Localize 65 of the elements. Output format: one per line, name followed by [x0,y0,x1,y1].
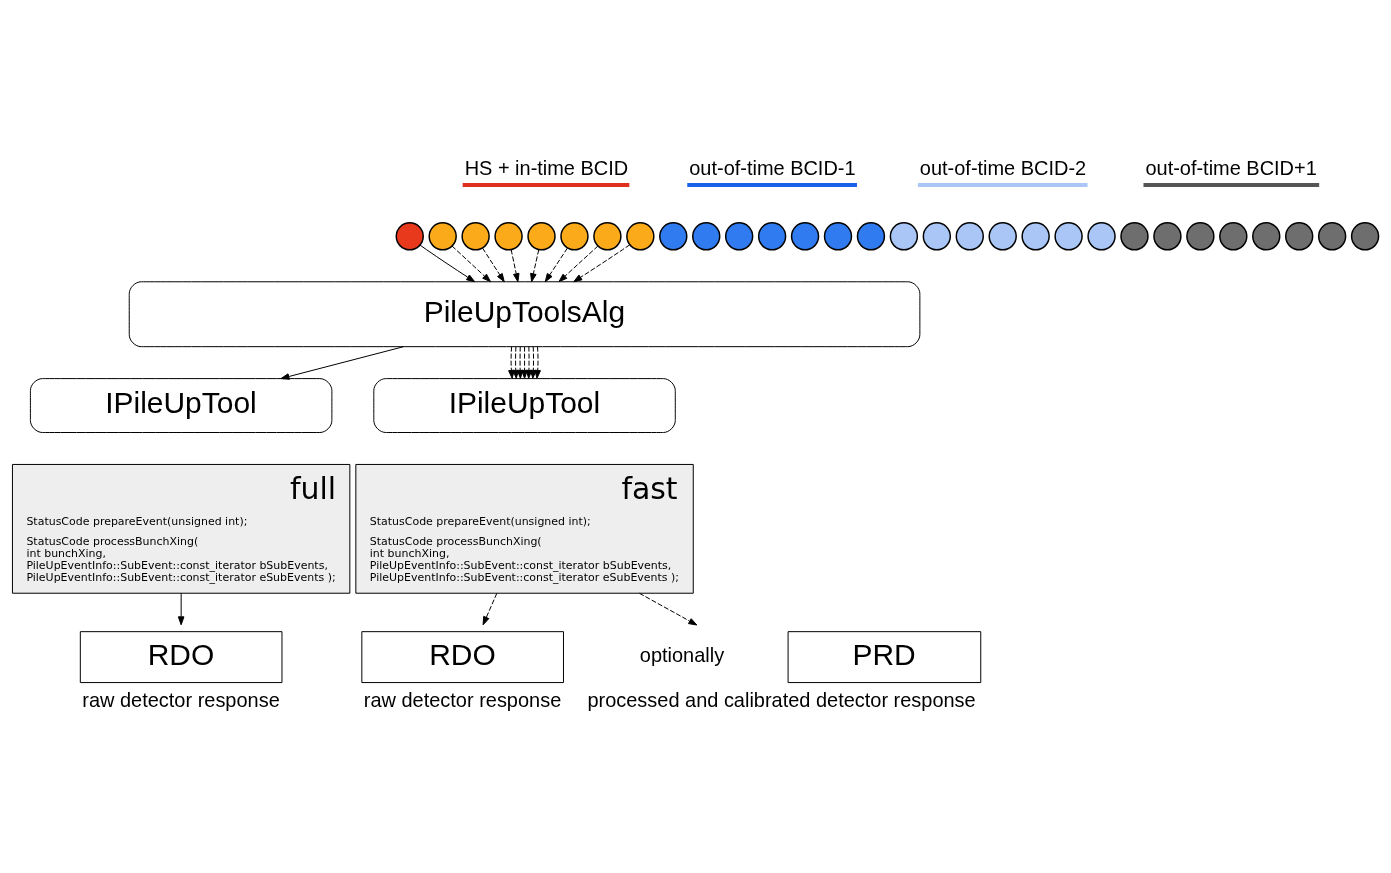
node-circle [922,222,952,251]
node-circle [494,222,523,251]
node-circle [1284,222,1314,251]
arrow [530,249,540,283]
arrow [451,245,491,283]
arrow [521,346,528,379]
node-label: raw detector response [363,688,562,711]
node-circle [757,222,787,251]
node-circle [1153,222,1182,251]
arrow [530,346,537,379]
node-circle [856,222,886,251]
node-circle [1186,222,1215,251]
node-circle [955,222,984,251]
arrow [512,346,520,379]
arrow [638,592,698,626]
node-circle [823,222,853,251]
label: out-of-time BCID-1 [689,156,856,179]
arrow [482,247,505,283]
arrow [573,244,631,283]
node-box: fast StatusCode prepareEvent(unsigned int); StatusCode processBunchXing( int bunchXing, PileUpEventInfo::SubEvent::const_iterator bSubEvents, PileUpEventInfo::SubEvent::const_iterator eSubEvents ); [355,463,694,594]
label: out-of-time BCID-2 [919,156,1087,179]
arrow [419,244,476,283]
label: HS + in-time BCID [464,156,629,179]
node-box: PRD [787,631,982,684]
label: out-of-time BCID+1 [1145,156,1317,179]
arrow [525,346,533,379]
node-circle [724,222,754,251]
node-circle [1087,222,1116,251]
arrow [482,592,498,626]
arrow [177,592,185,626]
arrow [280,346,404,380]
node-circle [395,222,424,251]
arrow [516,346,524,379]
node-box: IPileUpTool [373,378,676,433]
arrow [534,346,541,379]
node-circle [1252,222,1281,251]
node-circle [428,222,457,251]
node-box: RDO [361,631,564,684]
node-circle [659,222,688,251]
node-circle [626,222,655,251]
arrow [510,249,520,283]
node-circle [1120,222,1149,251]
node-label: raw detector response [82,688,280,711]
node-circle [1350,222,1380,251]
node-box: full StatusCode prepareEvent(unsigned int); StatusCode processBunchXing( int bunchXing, PileUpEventInfo::SubEvent::const_iterator bSubEvents, PileUpEventInfo::SubEvent::const_iterator eSubEvents ); [11,463,351,594]
node-circle [593,222,622,251]
node-box: RDO [79,631,283,684]
node-circle [988,222,1017,251]
node-label: optionally [639,644,725,667]
node-circle [692,222,721,251]
node-circle [560,222,589,251]
node-circle [889,222,919,251]
node-label: processed and calibrated detector response [587,688,976,711]
arrow [558,245,599,283]
node-circle [1317,222,1347,251]
node-circle [790,222,820,251]
arrow [544,247,568,283]
node-circle [1219,222,1248,251]
arrow [508,346,515,379]
node-circle [1054,222,1083,251]
node-circle [1021,222,1050,251]
node-circle [461,222,490,251]
node-box: PileUpToolsAlg [128,281,921,348]
node-circle [527,222,556,251]
node-box: IPileUpTool [29,378,333,433]
